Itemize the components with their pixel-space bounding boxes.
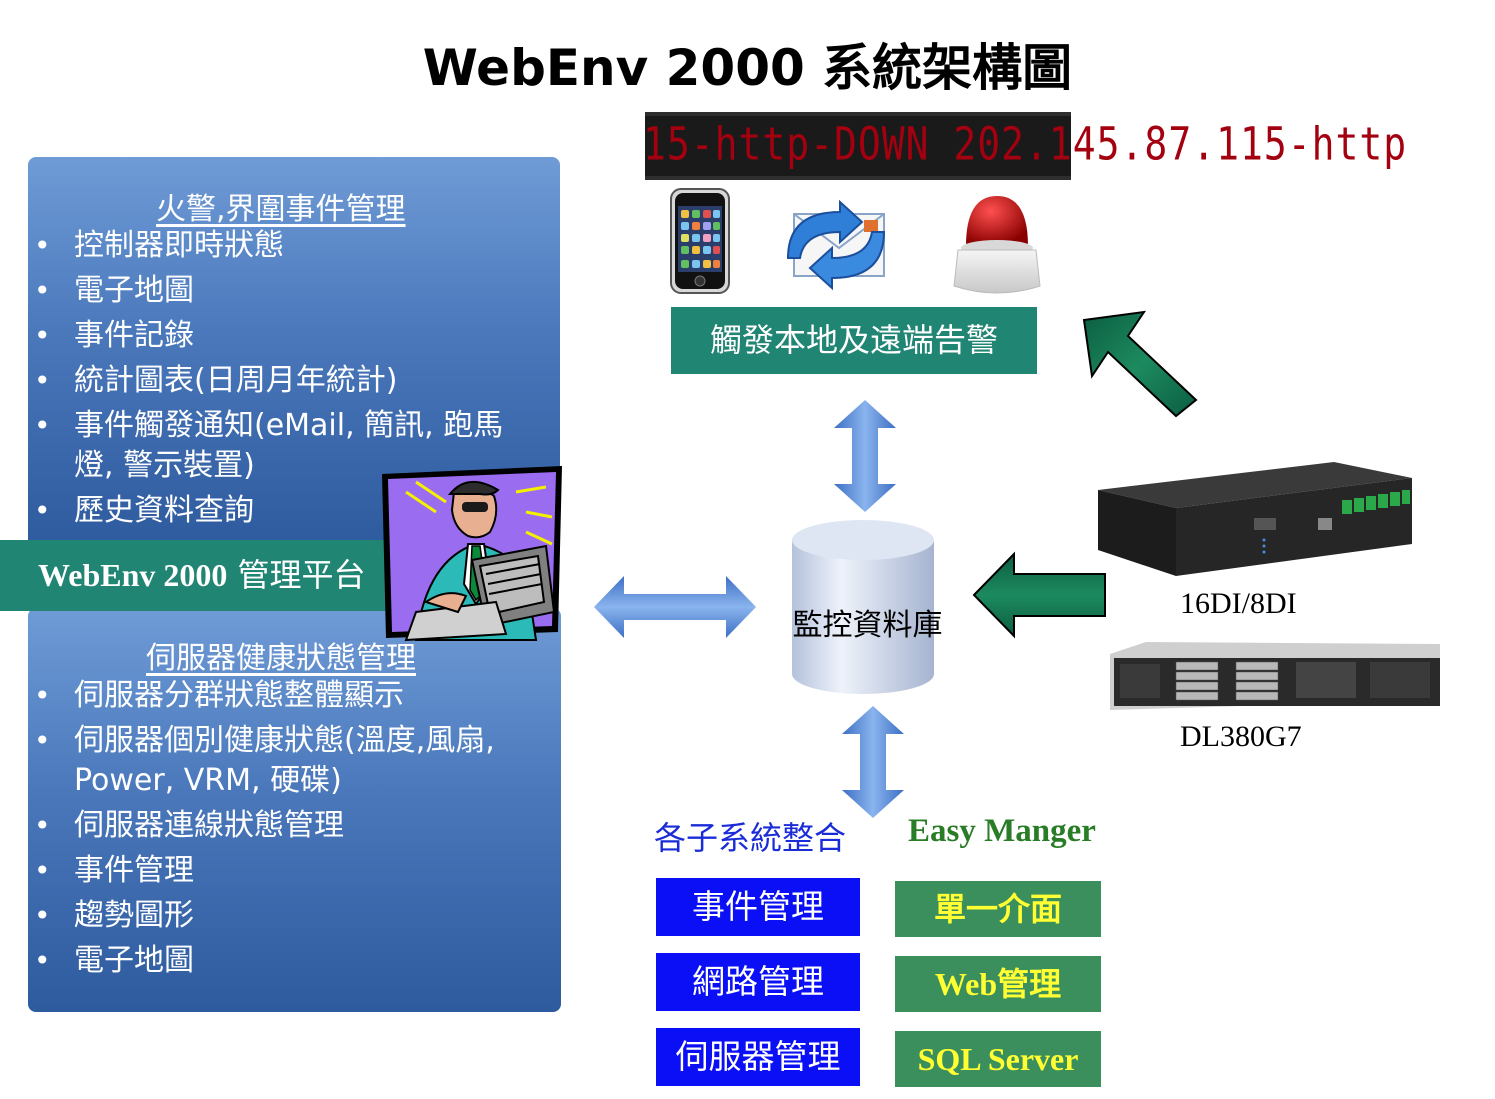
platform-suffix: 管理平台 xyxy=(227,556,366,594)
alarm-beacon-icon xyxy=(953,196,1041,294)
fire-event-feature-list: 控制器即時狀態 電子地圖 事件記錄 統計圖表(日周月年統計) 事件觸發通知(eM… xyxy=(28,226,503,536)
web-management-box: Web管理 xyxy=(895,956,1101,1012)
server-health-feature-list: 伺服器分群狀態整體顯示 伺服器個別健康狀態(溫度,風扇, Power, VRM,… xyxy=(28,676,495,986)
subsystem-integration-title: 各子系統整合 xyxy=(654,819,847,857)
feature-item-continued: 燈, 警示裝置) xyxy=(28,446,503,486)
feature-item: 電子地圖 xyxy=(28,941,495,981)
feature-item: 歷史資料查詢 xyxy=(28,491,503,531)
bidirectional-horizontal-arrow-icon xyxy=(594,576,756,638)
feature-item: 伺服器分群狀態整體顯示 xyxy=(28,676,495,716)
led-marquee-display: 15-http-DOWN 202.145.87.115-http xyxy=(643,112,1406,180)
management-platform-banner: WebEnv 2000 管理平台 xyxy=(0,540,420,611)
green-left-arrow-icon xyxy=(972,551,1106,639)
feature-item: 控制器即時狀態 xyxy=(28,226,503,266)
database-cylinder-icon xyxy=(792,520,934,694)
network-management-box: 網路管理 xyxy=(656,953,860,1011)
feature-item-line1: 事件觸發通知(eMail, 簡訊, 跑馬 xyxy=(74,408,504,443)
feature-item: 統計圖表(日周月年統計) xyxy=(28,361,503,401)
led-marquee-text: 15-http-DOWN 202.145.87.115-http xyxy=(643,117,1408,171)
bidirectional-vertical-arrow-icon xyxy=(842,706,904,818)
trigger-alarm-box: 觸發本地及遠端告警 xyxy=(671,307,1037,374)
rack-server-label: DL380G7 xyxy=(1180,720,1302,753)
server-health-panel: 伺服器健康狀態管理 伺服器分群狀態整體顯示 伺服器個別健康狀態(溫度,風扇, P… xyxy=(28,608,561,1012)
fire-event-section-title: 火警,界圍事件管理 xyxy=(156,192,406,227)
easy-manager-title: Easy Manger xyxy=(908,813,1096,849)
smartphone-icon xyxy=(670,188,730,294)
controller-device-label: 16DI/8DI xyxy=(1180,587,1297,620)
bidirectional-vertical-arrow-icon xyxy=(834,400,896,512)
single-interface-box: 單一介面 xyxy=(895,881,1101,937)
operator-at-computer-icon xyxy=(382,466,562,642)
controller-device-icon xyxy=(1098,462,1412,576)
feature-item: 電子地圖 xyxy=(28,271,503,311)
page-title: WebEnv 2000 系統架構圖 xyxy=(422,39,1073,97)
platform-name: WebEnv 2000 xyxy=(38,557,228,593)
feature-item: 事件管理 xyxy=(28,851,495,891)
feature-item: 事件觸發通知(eMail, 簡訊, 跑馬 xyxy=(28,406,503,446)
event-management-box: 事件管理 xyxy=(656,878,860,936)
fire-event-panel: 火警,界圍事件管理 控制器即時狀態 電子地圖 事件記錄 統計圖表(日周月年統計)… xyxy=(28,157,560,547)
green-up-left-arrow-icon xyxy=(1082,310,1198,418)
feature-item: 伺服器連線狀態管理 xyxy=(28,806,495,846)
feature-item-line2: 燈, 警示裝置) xyxy=(74,448,255,483)
feature-item: 伺服器個別健康狀態(溫度,風扇, xyxy=(28,721,495,761)
server-health-section-title: 伺服器健康狀態管理 xyxy=(146,641,416,676)
rack-server-icon xyxy=(1110,642,1440,710)
feature-item: 事件記錄 xyxy=(28,316,503,356)
feature-item: 趨勢圖形 xyxy=(28,896,495,936)
feature-item-line1: 伺服器個別健康狀態(溫度,風扇, xyxy=(74,723,495,758)
sql-server-box: SQL Server xyxy=(895,1031,1101,1087)
feature-item-line2: Power, VRM, 硬碟) xyxy=(74,763,342,798)
server-management-box: 伺服器管理 xyxy=(656,1028,860,1086)
feature-item-continued: Power, VRM, 硬碟) xyxy=(28,761,495,801)
database-label: 監控資料庫 xyxy=(792,608,943,643)
email-icon xyxy=(786,199,886,291)
